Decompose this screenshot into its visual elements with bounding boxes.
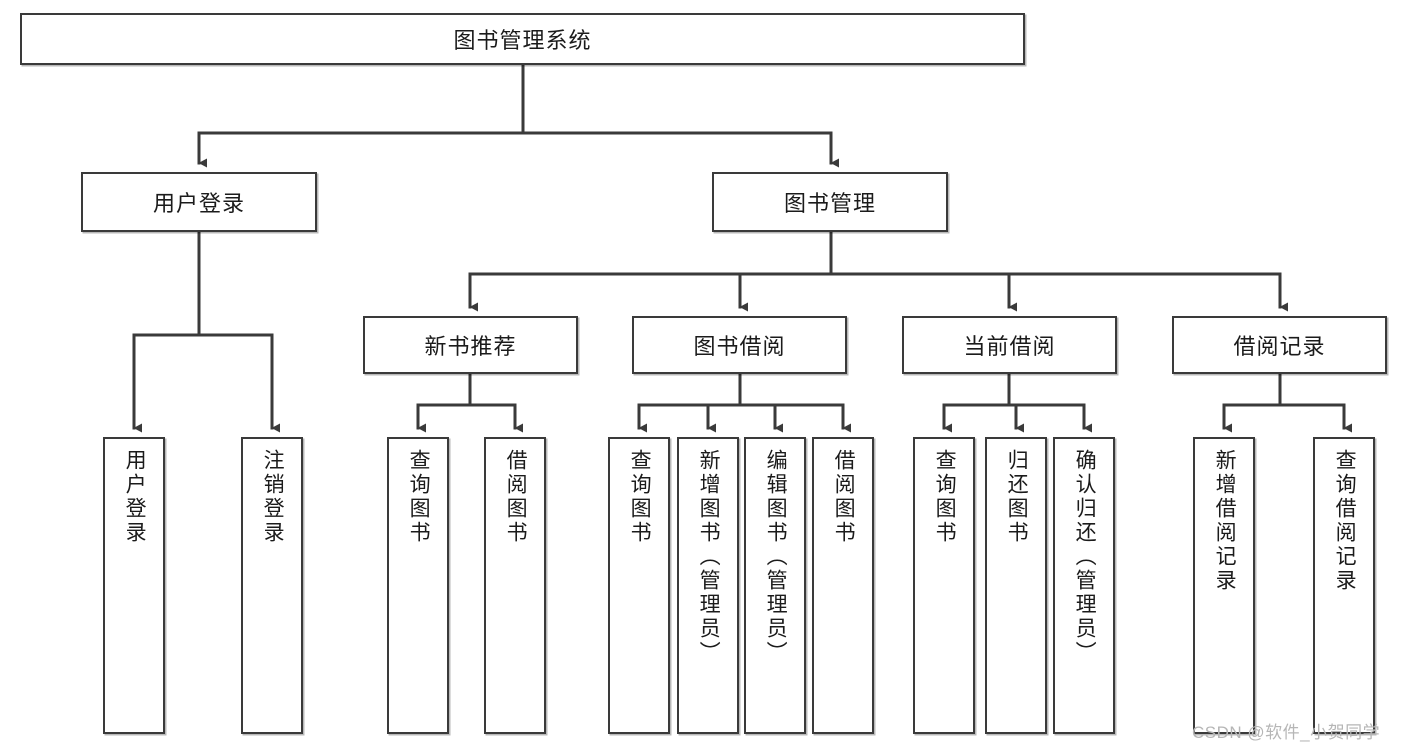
node-root-label: 图书管理系统 [453,28,592,53]
node-user-login-label: 用户登录 [152,191,245,216]
leaf-lend-book[interactable]: 借阅图书 [812,437,874,734]
leaf-user-login-label: 用户登录 [123,449,147,545]
node-new-book-recommend-label: 新书推荐 [424,334,517,359]
leaf-query-borrow-record-label: 查询借阅记录 [1333,449,1357,593]
node-user-login[interactable]: 用户登录 [81,172,317,232]
node-root[interactable]: 图书管理系统 [20,13,1025,65]
leaf-query-book-current[interactable]: 查询图书 [913,437,975,734]
leaf-borrow-book-recommend-label: 借阅图书 [504,449,528,545]
leaf-confirm-return-admin-label: 确认归还（管理员） [1073,449,1097,665]
node-current-borrow[interactable]: 当前借阅 [902,316,1117,374]
node-current-borrow-label: 当前借阅 [963,334,1056,359]
leaf-confirm-return-admin[interactable]: 确认归还（管理员） [1053,437,1115,734]
node-book-borrow[interactable]: 图书借阅 [632,316,847,374]
leaf-query-book-recommend[interactable]: 查询图书 [387,437,449,734]
leaf-return-book-label: 归还图书 [1005,449,1029,545]
leaf-add-book-admin[interactable]: 新增图书（管理员） [677,437,739,734]
leaf-user-login[interactable]: 用户登录 [103,437,165,734]
node-book-management[interactable]: 图书管理 [712,172,948,232]
leaf-add-book-admin-label: 新增图书（管理员） [697,449,721,665]
leaf-logout-label: 注销登录 [261,449,285,545]
leaf-query-borrow-record[interactable]: 查询借阅记录 [1313,437,1375,734]
leaf-query-book-current-label: 查询图书 [933,449,957,545]
leaf-logout[interactable]: 注销登录 [241,437,303,734]
leaf-edit-book-admin[interactable]: 编辑图书（管理员） [744,437,806,734]
node-book-borrow-label: 图书借阅 [693,334,786,359]
leaf-lend-book-label: 借阅图书 [832,449,856,545]
leaf-borrow-book-recommend[interactable]: 借阅图书 [484,437,546,734]
leaf-query-book-borrow[interactable]: 查询图书 [608,437,670,734]
node-borrow-record[interactable]: 借阅记录 [1172,316,1387,374]
leaf-edit-book-admin-label: 编辑图书（管理员） [764,449,788,665]
leaf-add-borrow-record[interactable]: 新增借阅记录 [1193,437,1255,734]
leaf-add-borrow-record-label: 新增借阅记录 [1213,449,1237,593]
leaf-query-book-borrow-label: 查询图书 [628,449,652,545]
watermark: CSDN @软件_小贺同学 [1192,723,1381,742]
leaf-return-book[interactable]: 归还图书 [985,437,1047,734]
node-new-book-recommend[interactable]: 新书推荐 [363,316,578,374]
node-borrow-record-label: 借阅记录 [1233,334,1326,359]
leaf-query-book-recommend-label: 查询图书 [407,449,431,545]
node-book-management-label: 图书管理 [783,191,876,216]
